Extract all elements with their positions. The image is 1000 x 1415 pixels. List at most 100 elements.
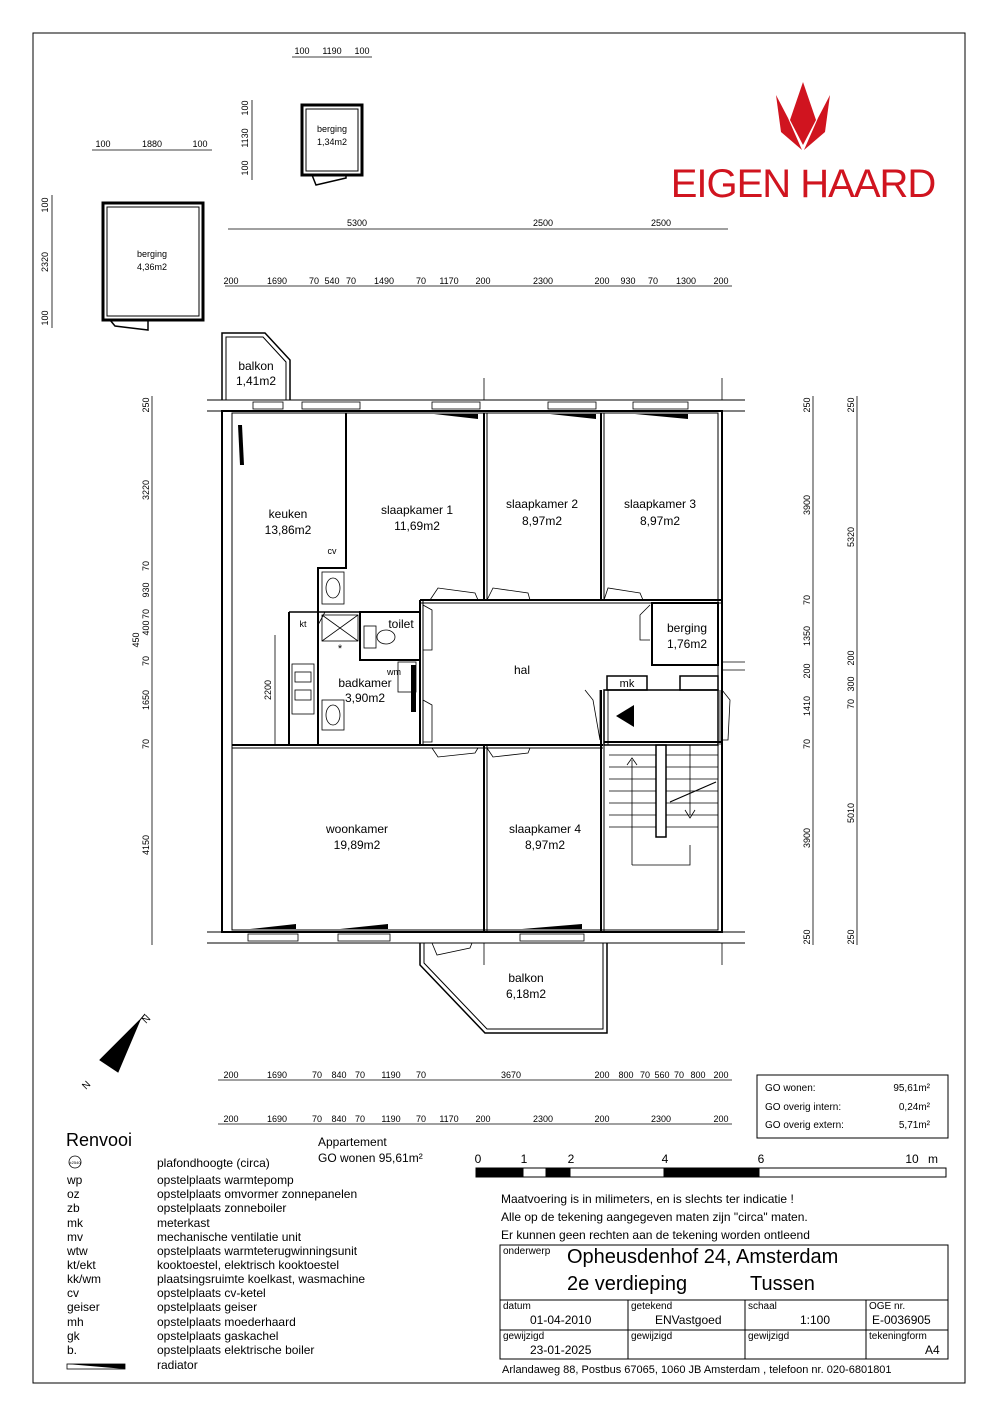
dim-right-1: 250 3900 70 1350 200 1410 70 3900 250 [802,397,812,944]
svg-text:70: 70 [312,1070,322,1080]
tekeningform-label: tekeningform [869,1331,927,1342]
north-arrow-icon: N N [80,1013,153,1092]
svg-text:840: 840 [331,1070,346,1080]
go-row: GO overig intern:0,24m² [765,1102,930,1113]
svg-text:250: 250 [141,397,151,412]
storage-small [300,103,364,186]
svg-text:70: 70 [802,739,812,749]
svg-text:1190: 1190 [381,1070,400,1080]
getekend-label: getekend [631,1301,673,1312]
room-label: berging [317,124,347,134]
svg-text:1410: 1410 [802,696,812,716]
onderwerp-label: onderwerp [503,1246,551,1257]
svg-text:70: 70 [674,1070,684,1080]
svg-text:2500: 2500 [533,218,553,228]
sanitary [291,571,417,731]
floor: 2e verdieping [567,1273,688,1295]
svg-text:560: 560 [654,1070,669,1080]
svg-text:1300: 1300 [676,276,696,286]
svg-text:2300: 2300 [651,1114,671,1124]
appartement-summary: Appartement GO wonen 95,61m² [318,1134,423,1166]
schaal-label: schaal [748,1301,777,1312]
svg-text:2200: 2200 [263,680,273,700]
svg-text:70: 70 [346,276,356,286]
eigen-haard-logo: EIGEN HAARD [671,82,936,206]
room-label: berging [137,249,167,259]
svg-text:200: 200 [802,663,812,678]
balcony-bottom [419,943,608,1034]
balcony-top [221,332,291,400]
doors [317,587,731,956]
svg-text:70: 70 [802,595,812,605]
svg-text:250: 250 [802,929,812,944]
dim-label: 100 [240,100,250,115]
svg-text:70: 70 [309,276,319,286]
ceiling-height-icon [68,1155,82,1169]
gewijzigd: 23-01-2025 [530,1343,592,1357]
svg-text:450: 450 [131,632,141,647]
dim-top-detail: 200 1690 70 540 70 1490 70 1170 200 2300… [223,276,728,286]
svg-text:300: 300 [846,676,856,691]
oge: E-0036905 [872,1313,931,1327]
address: Opheusdenhof 24, Amsterdam [567,1246,839,1268]
room-label: woonkamer [325,822,388,836]
svg-text:70: 70 [846,699,856,709]
dim-label: 1130 [240,128,250,147]
svg-text:5320: 5320 [846,527,856,547]
svg-text:1170: 1170 [439,276,458,286]
svg-text:N: N [140,1013,153,1026]
dim-label: 1190 [322,46,341,56]
legend-title: Renvooi [66,1130,133,1150]
room-label: badkamer [338,676,391,690]
getekend: ENVastgoed [655,1313,722,1327]
svg-text:70: 70 [141,739,151,749]
note: Maatvoering is in milimeters, en is slec… [501,1192,794,1206]
svg-text:5010: 5010 [846,803,856,823]
svg-text:70: 70 [648,276,658,286]
svg-text:200: 200 [475,276,490,286]
svg-text:840: 840 [331,1114,346,1124]
svg-text:2300: 2300 [533,1114,553,1124]
scale-ticks: 0 1 2 4 6 10 m [475,1152,938,1166]
svg-text:3220: 3220 [141,480,151,500]
svg-text:4: 4 [662,1152,669,1166]
schaal: 1:100 [800,1313,831,1327]
svg-text:930: 930 [620,276,635,286]
appartement-label: Appartement [318,1135,387,1149]
svg-text:400: 400 [141,620,151,635]
room-label: slaapkamer 3 [624,497,696,511]
go-table-box [756,1074,949,1139]
note: Er kunnen geen rechten aan de tekening w… [501,1228,810,1242]
svg-text:200: 200 [713,276,728,286]
svg-text:200: 200 [223,276,238,286]
footer-address: Arlandaweg 88, Postbus 67065, 1060 JB Am… [502,1364,892,1376]
asterisk-icon: * [338,643,343,655]
room-label: toilet [388,617,414,631]
svg-text:540: 540 [324,276,339,286]
dim-bottom-row2: 200 1690 70 840 70 1190 70 1170 200 2300… [223,1114,728,1124]
room-area: 8,97m2 [640,514,680,528]
room-area: 4,36m2 [137,262,167,272]
dim-label: 100 [354,46,369,56]
svg-text:4150: 4150 [141,835,151,855]
gewijzigd2-label: gewijzigd [631,1331,673,1342]
svg-text:70: 70 [141,609,151,619]
room-area: 6,18m2 [506,987,546,1001]
svg-text:0: 0 [475,1152,482,1166]
dim-label: 2320 [40,252,50,272]
storage-large [101,201,205,331]
svg-text:1170: 1170 [439,1114,458,1124]
scale-bar [475,1167,947,1178]
room-area: 11,69m2 [394,519,440,533]
svg-text:200: 200 [223,1114,238,1124]
dim-label: 100 [40,197,50,212]
title-block-frame [499,1244,949,1360]
wm-label: wm [386,667,401,677]
svg-text:5300: 5300 [347,218,367,228]
logo-text: EIGEN HAARD [671,162,936,206]
svg-text:1: 1 [521,1152,528,1166]
room-area: 3,90m2 [345,691,385,705]
gewijzigd-label: gewijzigd [503,1331,545,1342]
room-area: 19,89m2 [334,838,381,852]
